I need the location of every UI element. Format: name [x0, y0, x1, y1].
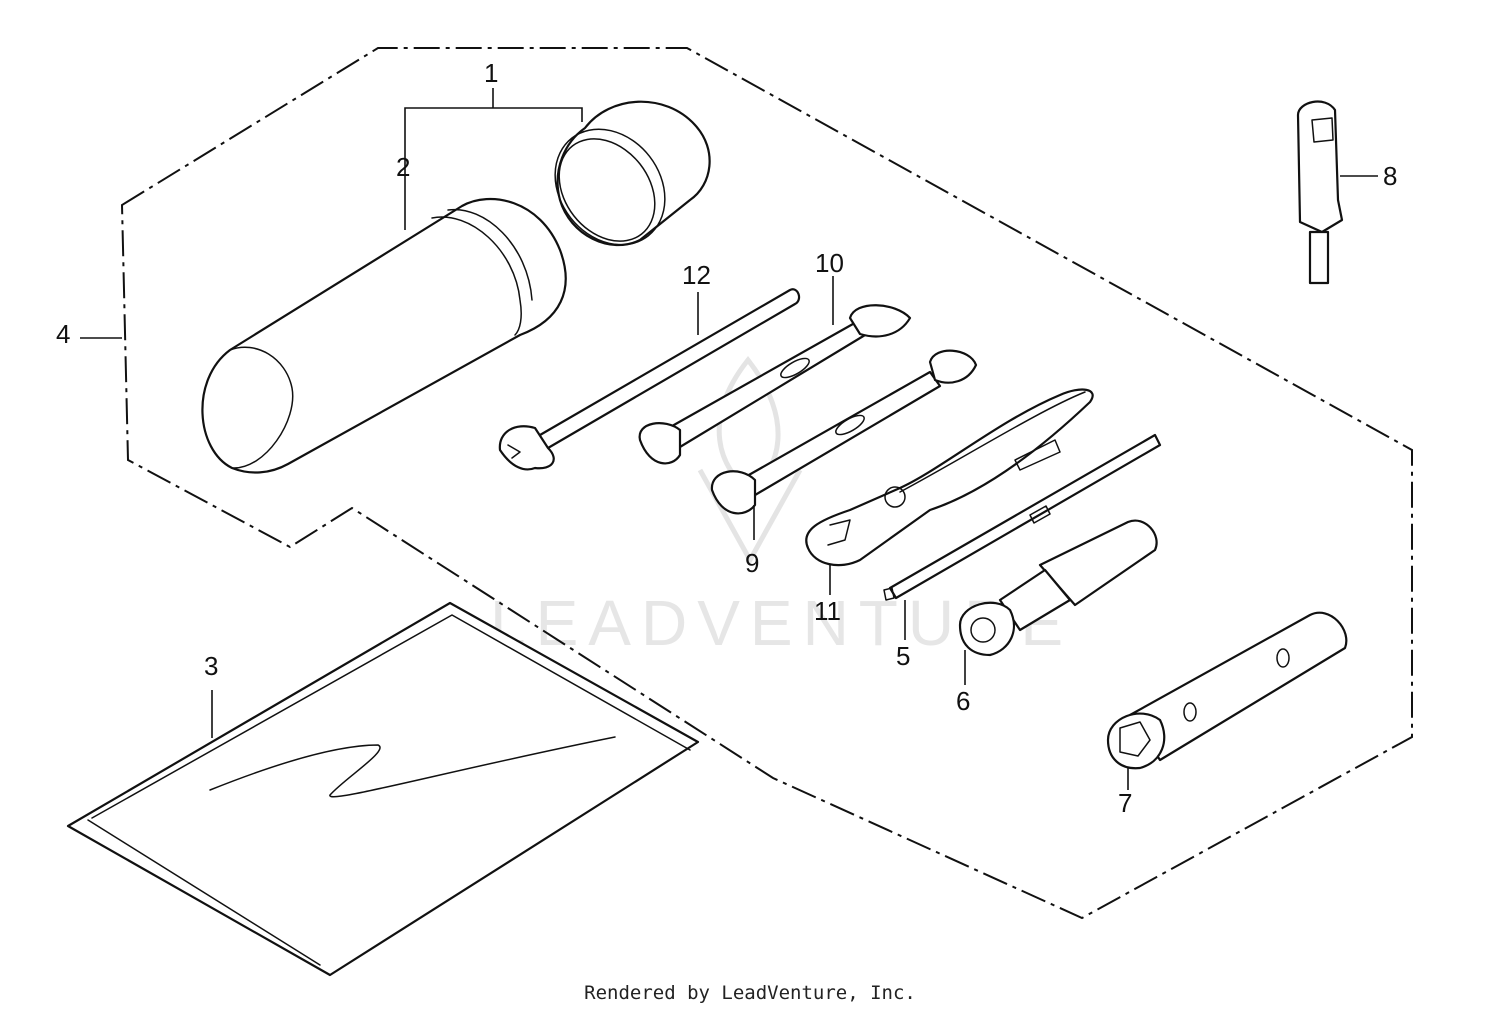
kit-boundary — [120, 47, 1413, 920]
pliers — [805, 388, 1094, 567]
tool-tube — [201, 197, 567, 474]
leader-lines — [80, 88, 1378, 790]
callout-7: 7 — [1118, 788, 1132, 818]
callout-6: 6 — [956, 686, 970, 716]
long-wrench — [498, 288, 801, 471]
callout-5: 5 — [896, 641, 910, 671]
callout-3: 3 — [204, 651, 218, 681]
callout-8: 8 — [1383, 161, 1397, 191]
plug-wrench — [1106, 611, 1348, 770]
socket-wrench — [958, 519, 1158, 657]
wrench-14x17 — [638, 304, 912, 465]
callout-11: 11 — [814, 596, 841, 626]
callout-12: 12 — [682, 260, 711, 290]
screwdriver-grip — [1296, 100, 1344, 285]
callout-10: 10 — [815, 248, 844, 278]
tube-cap — [554, 100, 711, 246]
screwdriver-shaft — [883, 433, 1162, 601]
manual-envelope — [66, 601, 700, 977]
callout-9: 9 — [745, 548, 759, 578]
callout-1: 1 — [484, 58, 498, 88]
wrench-10x12 — [710, 349, 978, 515]
callout-2: 2 — [396, 152, 410, 182]
render-credit: Rendered by LeadVenture, Inc. — [584, 982, 916, 1004]
callout-4: 4 — [56, 319, 70, 349]
